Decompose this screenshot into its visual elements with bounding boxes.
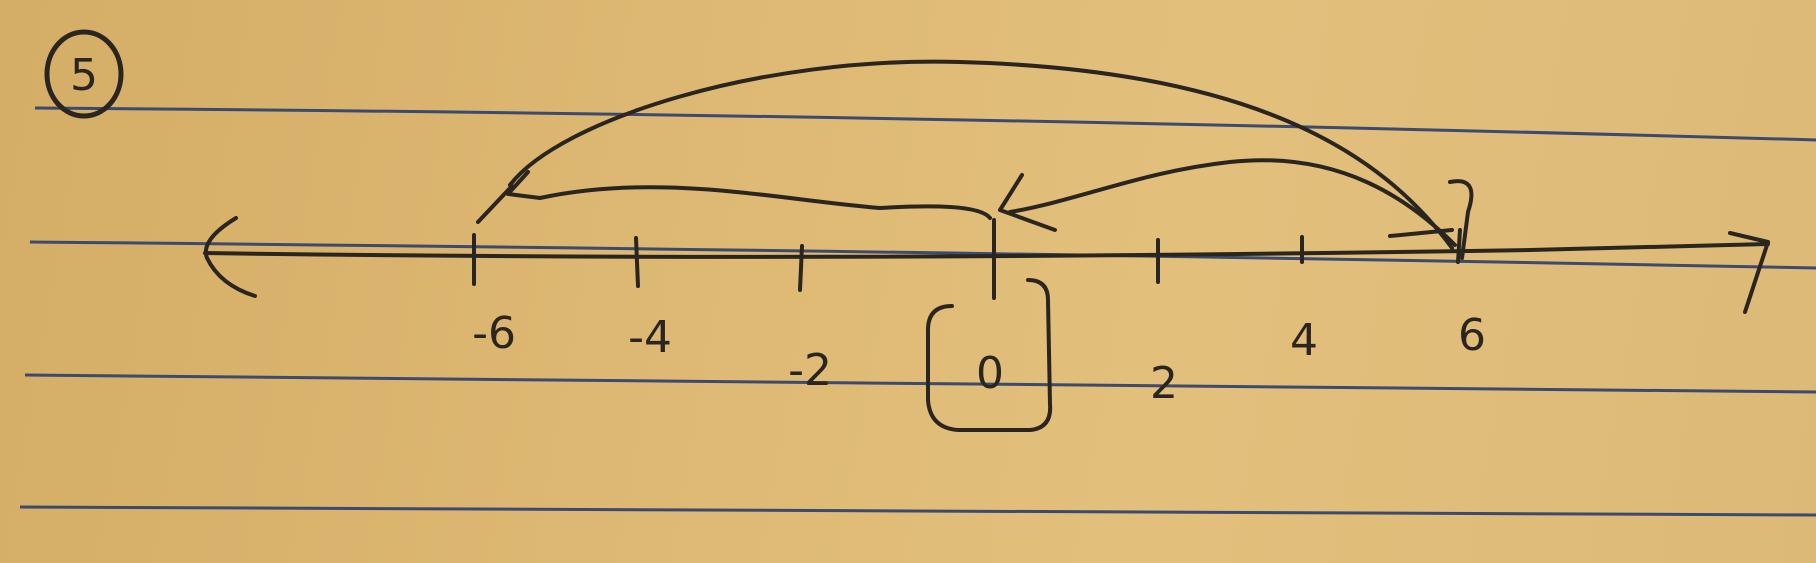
right-arrowhead (1728, 231, 1770, 314)
svg-text:5: 5 (70, 50, 98, 101)
jump-arc (508, 59, 1454, 250)
tick-mark (1456, 228, 1462, 264)
jump-arc (1008, 158, 1457, 247)
tick-label: 6 (1458, 310, 1486, 361)
rule-line (34, 106, 1816, 142)
tick-mark (798, 244, 804, 292)
rule-lines (19, 106, 1816, 517)
tick-label: -2 (788, 345, 832, 396)
tick-marks (472, 218, 1462, 300)
rule-line (19, 505, 1816, 517)
zero-highlight-box (926, 278, 1053, 432)
tick-label: 4 (1290, 315, 1318, 366)
tick-label: 2 (1150, 358, 1178, 409)
problem-number: 5 (44, 29, 124, 119)
jump-arc (538, 185, 992, 220)
rule-line (24, 373, 1816, 394)
bracket-mark (1388, 179, 1474, 260)
jump-arcs (476, 59, 1474, 260)
rule-line (29, 240, 1816, 270)
tick-mark (634, 236, 640, 288)
left-arrowhead (203, 216, 257, 298)
arrowhead-icon (998, 173, 1057, 232)
number-line-extension (1528, 242, 1770, 252)
tick-label: -4 (628, 312, 672, 363)
arrowhead-icon (476, 170, 542, 224)
number-line (203, 216, 1770, 314)
tick-label: 0 (976, 348, 1004, 399)
number-line-axis (203, 248, 1532, 259)
tick-labels: -6 -4 -2 0 2 4 6 (472, 308, 1486, 409)
tick-label: -6 (472, 308, 516, 359)
